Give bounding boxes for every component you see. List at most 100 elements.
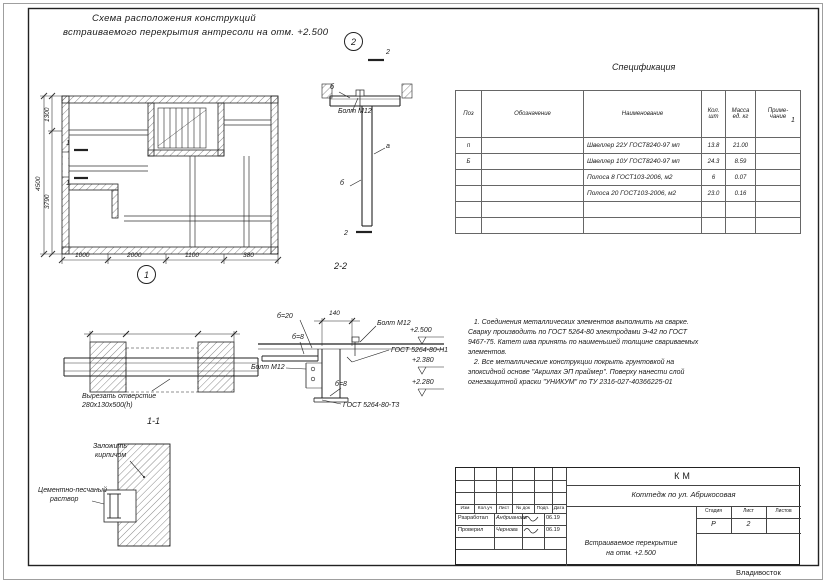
spec-cell-qty: 13.8 xyxy=(701,137,726,154)
hole-note-line1: Вырезать отверстие xyxy=(82,393,157,400)
spec-cell-mass xyxy=(725,201,756,218)
spec-cell-pos: Б xyxy=(455,153,482,170)
col-date: Дата xyxy=(553,506,565,511)
plan-dim-380: 380 xyxy=(243,252,254,259)
spec-cell-designation xyxy=(481,185,584,202)
title-block-line xyxy=(456,537,566,538)
detail-callout-1-number: 1 xyxy=(143,269,149,280)
title-block-line xyxy=(456,549,566,550)
hole-note-line2: 280х130х500(h) xyxy=(82,402,133,409)
spec-cell-qty xyxy=(701,201,726,218)
title-block-line xyxy=(766,506,767,533)
checked-name: Чернова xyxy=(496,527,518,533)
weld-letter-a: а xyxy=(386,143,390,150)
plan-dim-1300: 1300 xyxy=(44,107,51,122)
spec-row: Полоса 20 ГОСТ103-2006, м2 23.0 0.16 xyxy=(455,185,801,202)
spec-cell-name: Полоса 8 ГОСТ103-2006, м2 xyxy=(583,169,702,186)
node-b20-label: б=20 xyxy=(277,313,293,320)
spec-cell-qty: 24.3 xyxy=(701,153,726,170)
title-block-divider xyxy=(566,468,567,566)
sheet-frame xyxy=(3,3,823,580)
title-block-line xyxy=(696,506,697,566)
node-b8-low-label: б=8 xyxy=(335,381,347,388)
stage-label: Стадия xyxy=(704,508,723,514)
node-elev-2500: +2.500 xyxy=(410,327,432,334)
brick-note-line1: Заложить xyxy=(93,443,128,450)
col-izm: Изм xyxy=(460,506,470,511)
node-elev-2380: +2.380 xyxy=(412,357,434,364)
spec-cell-note xyxy=(755,153,801,170)
spec-header-pos: Поз xyxy=(455,90,482,138)
section-2-flag-top-label: 2 xyxy=(386,49,390,56)
spec-cell-mass: 21.00 xyxy=(725,137,756,154)
spec-cell-note xyxy=(755,201,801,218)
spec-cell-designation xyxy=(481,169,584,186)
spec-cell-designation xyxy=(481,153,584,170)
spec-header-row: Поз Обозначение Наименование Кол.шт Масс… xyxy=(455,90,801,138)
section-1-1-caption: 1-1 xyxy=(147,416,161,426)
title-block-line xyxy=(522,513,523,549)
spec-cell-pos xyxy=(455,185,482,202)
spec-cell-mass: 8.59 xyxy=(725,153,756,170)
plan-section-1-flag-top: 1 xyxy=(66,140,70,147)
city-label: Владивосток xyxy=(736,568,781,577)
doc-title-line1: Встраиваемое перекрытие xyxy=(584,540,678,547)
spec-cell-designation xyxy=(481,201,584,218)
section-2-2-caption: 2-2 xyxy=(334,261,348,271)
title-block-line xyxy=(534,468,535,513)
col-koluch: Кол.уч xyxy=(477,506,493,511)
plan-dim-1100: 1100 xyxy=(185,252,199,259)
plan-dim-2000: 2000 xyxy=(127,252,142,259)
title-block-line xyxy=(544,513,545,549)
spec-row: Полоса 8 ГОСТ103-2006, м2 6 0.07 xyxy=(455,169,801,186)
section22-bolt-label: Болт М12 xyxy=(338,108,372,115)
title-block-line xyxy=(566,485,801,486)
checked-label: Проверил xyxy=(458,527,484,533)
plan-dimension-lines xyxy=(40,92,282,264)
title-block-line xyxy=(456,480,566,481)
spec-cell-note xyxy=(755,137,801,154)
spec-cell-name xyxy=(583,201,702,218)
spec-cell-note xyxy=(755,185,801,202)
weld-letter-b-top: б xyxy=(330,84,334,91)
mortar-note-line1: Цементно-песчаный xyxy=(38,487,107,494)
detail-1-1-drawing xyxy=(63,330,259,393)
doc-title-line2: на отм. +2.500 xyxy=(606,550,656,557)
title-block-line xyxy=(731,506,732,533)
spec-cell-pos: п xyxy=(455,137,482,154)
spec-cell-note xyxy=(755,169,801,186)
col-doc: № док xyxy=(515,506,531,511)
developed-label: Разработал xyxy=(458,515,488,521)
title-block-line xyxy=(552,468,553,513)
node-bolt-top-label: Болт М12 xyxy=(377,320,411,327)
title-block-line xyxy=(696,533,801,534)
node-bolt-left-label: Болт М12 xyxy=(251,364,285,371)
mortar-note-line2: раствор xyxy=(50,496,79,503)
spec-cell-designation xyxy=(481,137,584,154)
spec-cell-name: Швеллер 10У ГОСТ8240-97 мп xyxy=(583,153,702,170)
brick-note-line2: кирпичом xyxy=(95,452,127,459)
spec-row: Б Швеллер 10У ГОСТ8240-97 мп 24.3 8.59 xyxy=(455,153,801,170)
node-weld-n1-label: ГОСТ 5264-80-Н1 xyxy=(391,347,449,354)
col-list: Лист xyxy=(498,506,510,511)
stage-value: Р xyxy=(711,521,716,528)
node-detail-drawing xyxy=(258,317,444,405)
sheets-label: Листов xyxy=(775,508,792,514)
title-block-line xyxy=(456,504,566,505)
title-block-line xyxy=(456,492,566,493)
project-name: Коттедж по ул. Абрикосовая xyxy=(631,490,736,499)
weld-letter-b-bottom: б xyxy=(340,180,344,187)
title-block-line xyxy=(474,468,475,513)
sheet-label: Лист xyxy=(743,508,754,514)
floor-plan-drawing xyxy=(61,95,279,255)
spec-title: Спецификация xyxy=(612,62,676,72)
signatures xyxy=(523,516,539,534)
section-2-2-drawing xyxy=(321,58,413,234)
detail-callout-2: 2 xyxy=(344,32,363,51)
spec-cell-mass xyxy=(725,217,756,234)
spec-row xyxy=(455,217,801,234)
title-block-line xyxy=(512,468,513,513)
plan-dim-1000: 1000 xyxy=(75,252,90,259)
